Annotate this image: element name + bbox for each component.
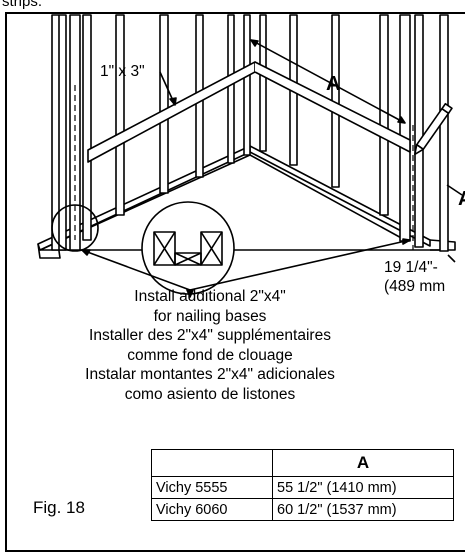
table-header-cell: A [272,449,454,477]
strip-label: 1" x 3" [100,63,145,80]
dimension-a-line [250,39,406,124]
instruction-line: for nailing bases [153,307,267,325]
instruction-line: Install additional 2"x4" [134,288,286,305]
table-cell-value: 55 1/2" (1410 mm) [272,476,454,499]
instruction-line: comme fond de clouage [127,346,293,364]
instruction-line: Instalar montantes 2"x4" adicionales [85,366,335,383]
side-dimension-line2: (489 mm [384,278,446,295]
figure-label: Fig. 18 [33,498,85,517]
side-dimension-line1: 19 1/4"- [384,259,438,276]
dimension-a-label-partial: A [458,188,465,210]
nailing-base-detail [153,231,223,266]
header-partial-text: strips. [2,0,43,10]
table-cell-value: 60 1/2" (1537 mm) [272,498,454,521]
instructions: Install additional 2"x4" for nailing bas… [40,287,380,404]
dimensions-table: A Vichy 5555 55 1/2" (1410 mm) Vichy 606… [151,449,454,521]
pencil-icon [414,102,453,156]
table-row: Vichy 5555 55 1/2" (1410 mm) [151,476,454,499]
detail-circle-left [51,204,99,252]
table-cell-model: Vichy 5555 [151,476,273,499]
table-header-row: A [151,449,454,477]
table-row: Vichy 6060 60 1/2" (1537 mm) [151,498,454,521]
right-furring-strip [254,61,411,153]
table-header-cell [151,449,273,477]
side-dimension: 19 1/4"- (489 mm [384,258,445,296]
instruction-line: Installer des 2"x4" supplémentaires [89,327,331,344]
right-wall-studs [259,14,449,252]
right-bottom-plate [249,145,431,247]
table-cell-model: Vichy 6060 [151,498,273,521]
instruction-line: como asiento de listones [124,385,296,403]
left-wall-studs [51,14,251,251]
detail-circle-center [141,201,235,295]
dimension-a-label: A [326,73,340,95]
